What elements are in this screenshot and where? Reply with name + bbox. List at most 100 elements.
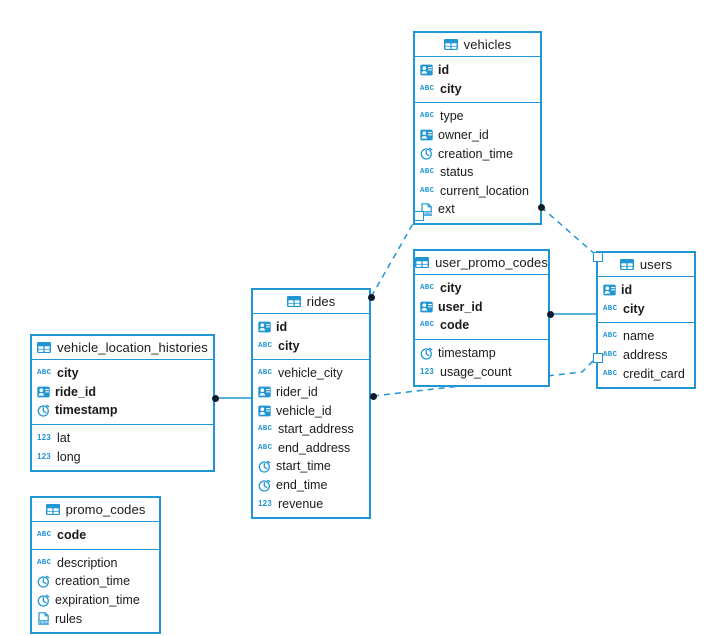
field-name: id [621, 283, 633, 298]
table-name: users [639, 257, 673, 272]
table-header-rides[interactable]: rides [253, 290, 369, 314]
field-name: user_id [438, 299, 483, 314]
abc-text-icon: ABC [420, 186, 435, 195]
field-row-rides-start_time[interactable]: start_time [253, 457, 369, 476]
table-name: user_promo_codes [435, 255, 548, 270]
field-row-vehicles-owner_id[interactable]: owner_id [415, 126, 540, 145]
field-name: vehicle_city [278, 366, 343, 381]
field-row-vehicles-creation_time[interactable]: creation_time [415, 144, 540, 163]
field-row-vehicles-type[interactable]: ABC type [415, 107, 540, 126]
field-row-rides-city[interactable]: ABC city [253, 337, 369, 356]
table-header-vehicles[interactable]: vehicles [415, 33, 540, 57]
field-row-rides-vehicle_id[interactable]: vehicle_id [253, 401, 369, 420]
clock-icon [37, 575, 50, 588]
field-name: id [276, 320, 288, 335]
field-name: ext [438, 202, 455, 217]
abc-text-icon: ABC [37, 369, 52, 378]
field-row-rides-end_time[interactable]: end_time [253, 476, 369, 495]
field-row-vehicle_location_histories-long[interactable]: 123 long [32, 447, 213, 466]
svg-text:JSON: JSON [38, 620, 49, 625]
field-name: type [440, 109, 464, 124]
edge-source-marker-user_promo_codes-users [546, 310, 554, 318]
field-row-user_promo_codes-timestamp[interactable]: timestamp [415, 344, 548, 363]
table-header-user_promo_codes[interactable]: user_promo_codes [415, 251, 548, 275]
field-row-vehicles-id[interactable]: id [415, 61, 540, 80]
field-name: credit_card [623, 366, 685, 381]
123-number-icon: 123 [37, 433, 51, 443]
table-header-users[interactable]: users [598, 253, 694, 277]
field-name: long [57, 449, 81, 464]
field-row-promo_codes-code[interactable]: ABC code [32, 526, 159, 545]
clock-icon [420, 147, 433, 160]
123-number-icon: 123 [37, 451, 51, 461]
table-header-promo_codes[interactable]: promo_codes [32, 498, 159, 522]
field-row-rides-id[interactable]: id [253, 318, 369, 337]
json-document-icon: JSON [37, 612, 50, 625]
field-row-rides-vehicle_city[interactable]: ABC vehicle_city [253, 364, 369, 383]
abc-text-icon: ABC [603, 332, 618, 341]
clock-icon [37, 594, 50, 607]
field-name: city [440, 281, 462, 296]
id-card-icon [258, 321, 271, 333]
field-name: start_address [278, 422, 354, 437]
abc-text-icon: ABC [37, 531, 52, 540]
abc-text-icon: ABC [420, 321, 435, 330]
id-card-icon [37, 386, 50, 398]
field-name: code [57, 528, 87, 543]
abc-text-icon: ABC [420, 168, 435, 177]
field-row-rides-revenue[interactable]: 123 revenue [253, 494, 369, 513]
field-row-rides-rider_id[interactable]: rider_id [253, 383, 369, 402]
abc-text-icon: ABC [420, 112, 435, 121]
field-name: city [278, 338, 300, 353]
edge-source-marker-vehicles-rides [414, 211, 424, 221]
123-number-icon: 123 [420, 366, 434, 376]
field-row-promo_codes-expiration_time[interactable]: expiration_time [32, 591, 159, 610]
table-header-vehicle_location_histories[interactable]: vehicle_location_histories [32, 336, 213, 360]
primary-key-section-promo_codes: ABC code [32, 522, 159, 550]
field-name: revenue [278, 496, 324, 511]
field-name: end_time [276, 478, 328, 493]
id-card-icon [420, 64, 433, 76]
field-row-vehicle_location_histories-ride_id[interactable]: ride_id [32, 383, 213, 402]
field-row-user_promo_codes-user_id[interactable]: user_id [415, 298, 548, 317]
abc-text-icon: ABC [258, 369, 273, 378]
field-row-promo_codes-creation_time[interactable]: creation_time [32, 572, 159, 591]
field-row-vehicle_location_histories-timestamp[interactable]: timestamp [32, 401, 213, 420]
field-name: timestamp [438, 346, 496, 361]
abc-text-icon: ABC [258, 443, 273, 452]
field-row-users-id[interactable]: id [598, 281, 694, 300]
123-number-icon: 123 [258, 498, 272, 508]
field-name: ride_id [55, 384, 96, 399]
abc-text-icon: ABC [258, 341, 273, 350]
table-icon [286, 296, 301, 307]
table-icon [415, 257, 430, 268]
